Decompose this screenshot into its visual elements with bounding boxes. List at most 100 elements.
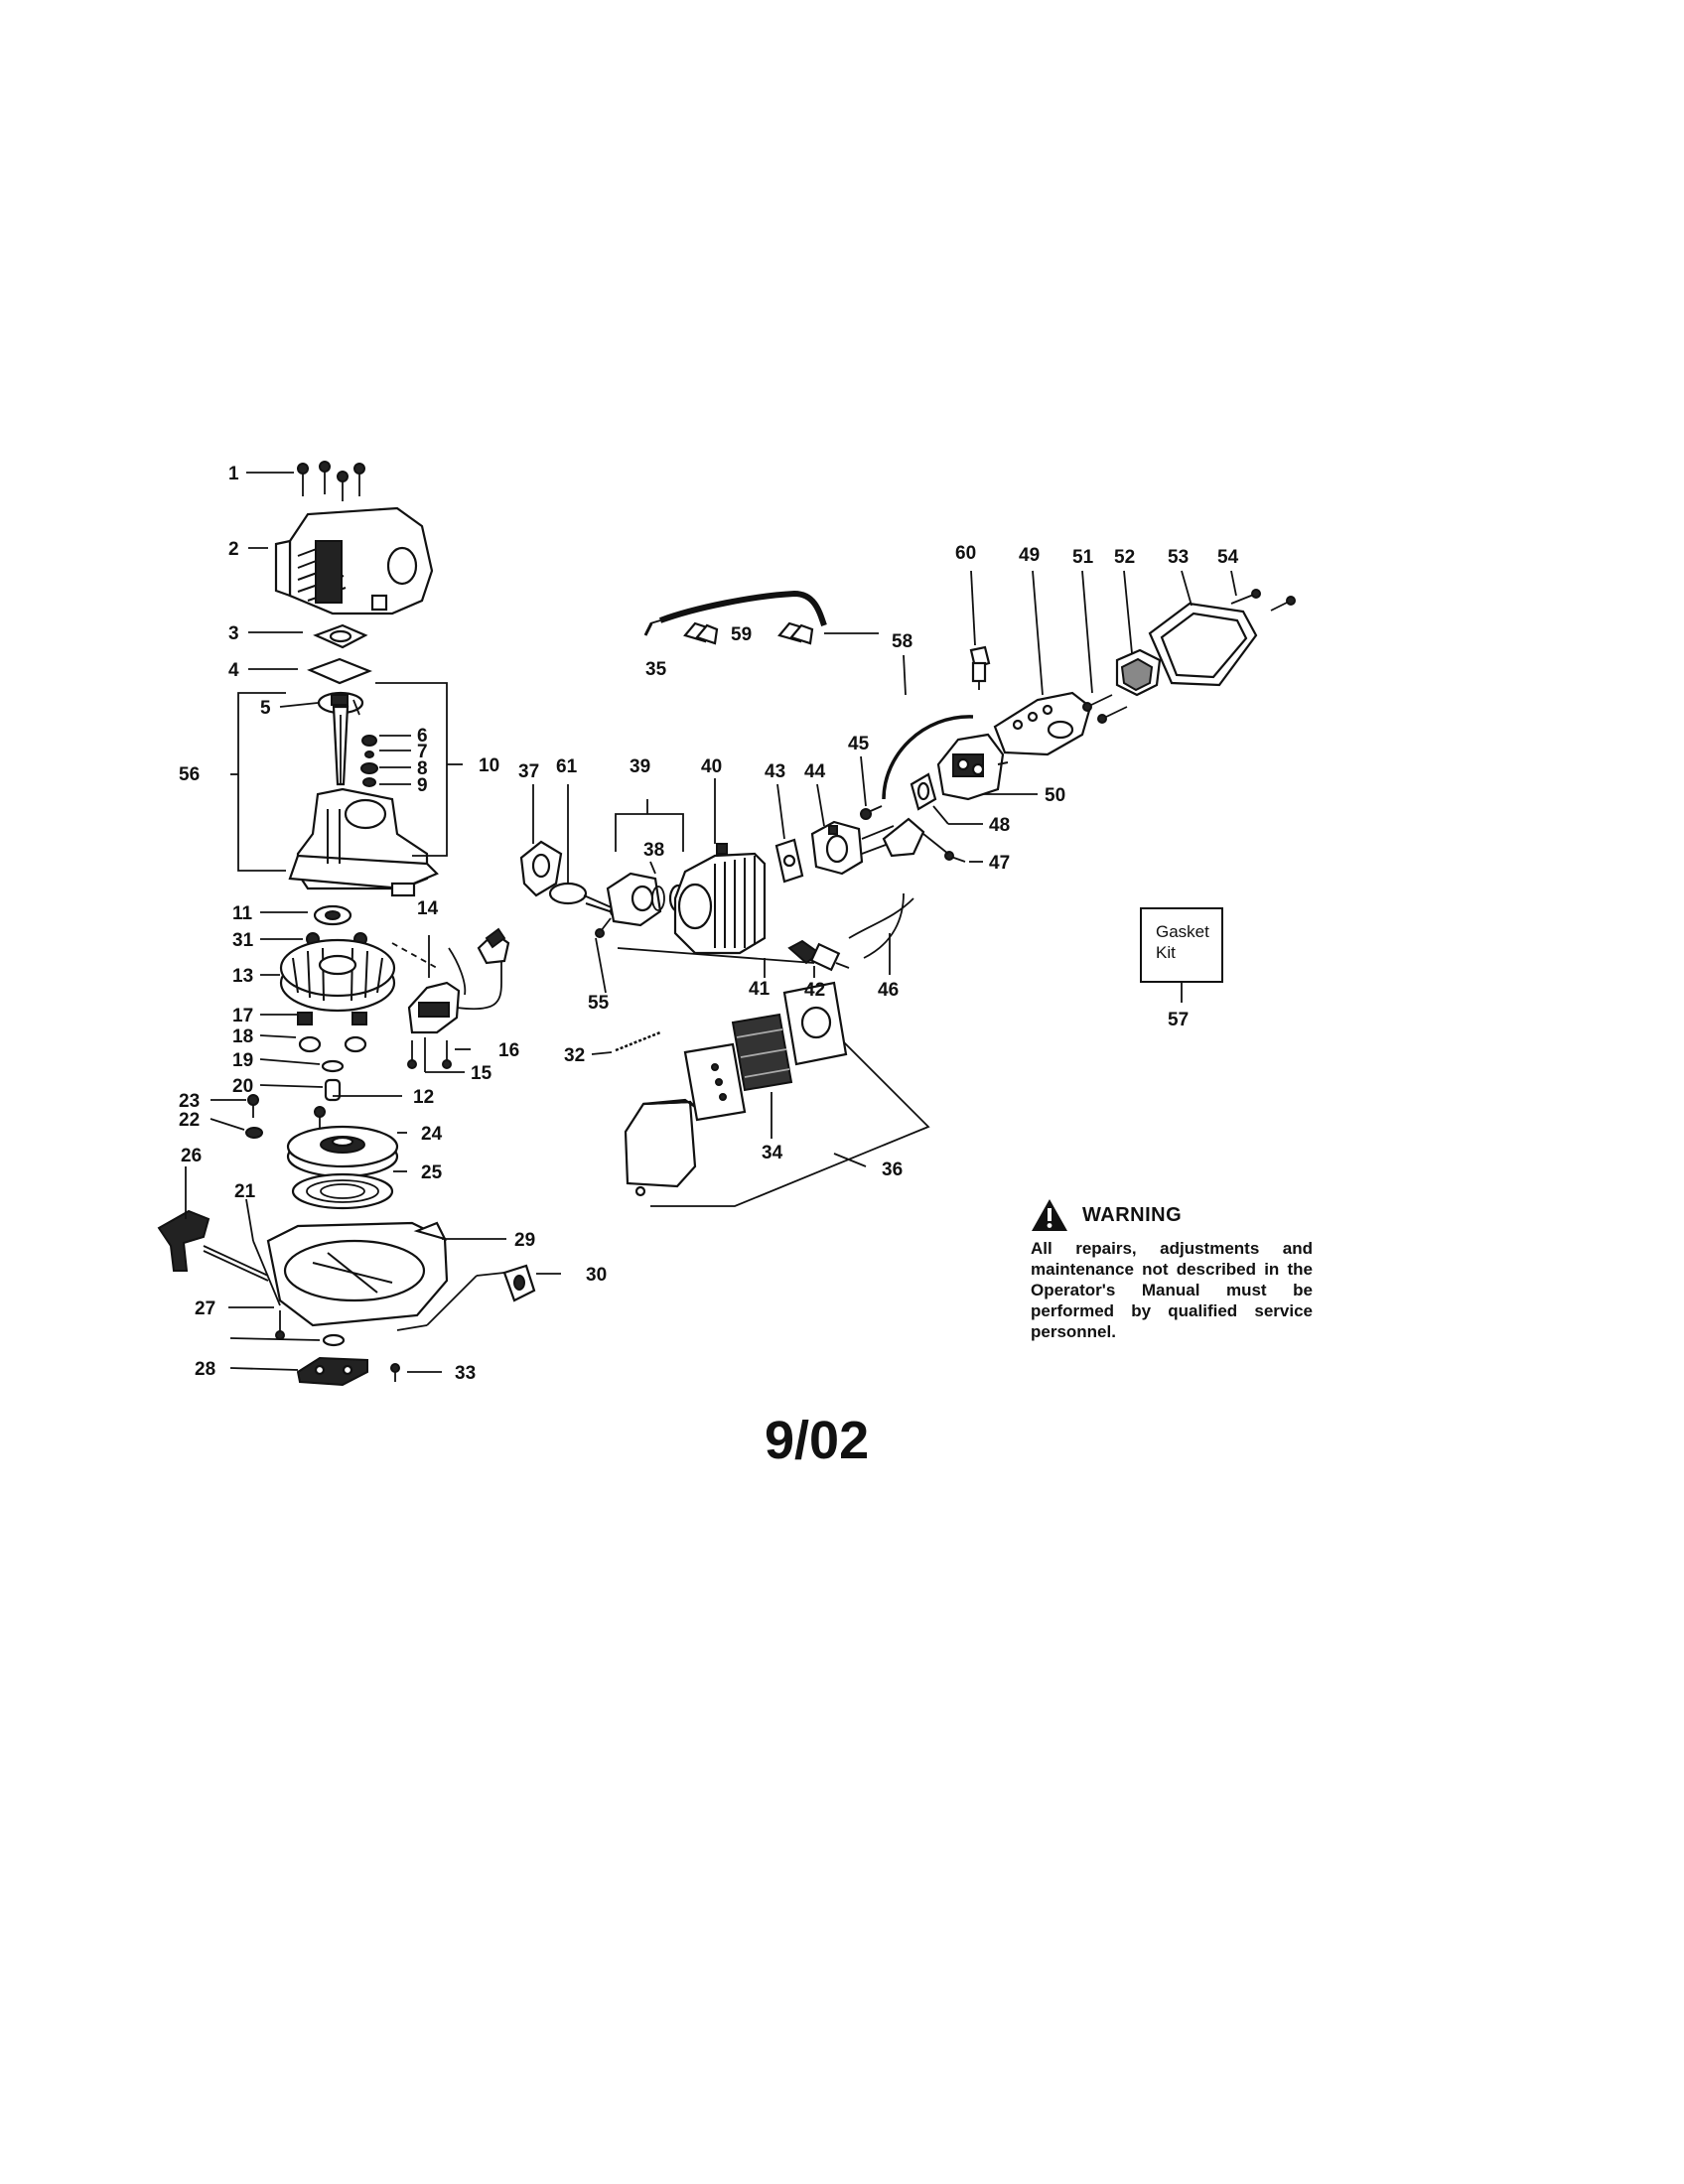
callout-25: 25 bbox=[421, 1162, 443, 1183]
callout-44: 44 bbox=[804, 761, 826, 782]
callout-labels: 1 2 3 4 5 6 7 8 9 10 11 12 13 14 15 16 1… bbox=[179, 464, 1239, 1384]
callout-11: 11 bbox=[232, 903, 253, 924]
callout-6: 6 bbox=[417, 726, 428, 747]
callout-40: 40 bbox=[701, 756, 722, 777]
leader-lines bbox=[185, 472, 1237, 1373]
callout-39: 39 bbox=[630, 756, 650, 777]
callout-8: 8 bbox=[417, 758, 428, 779]
center-assembly bbox=[519, 590, 914, 978]
part-gasket-3-inner bbox=[329, 629, 352, 643]
callout-13: 13 bbox=[232, 966, 253, 987]
part-carburetor bbox=[936, 733, 1009, 801]
callout-24: 24 bbox=[421, 1124, 443, 1145]
callout-57: 57 bbox=[1168, 1010, 1189, 1030]
callout-5: 5 bbox=[260, 698, 271, 719]
callout-59: 59 bbox=[731, 624, 752, 645]
part-crankshaft bbox=[317, 691, 364, 786]
right-assembly bbox=[860, 589, 1296, 863]
part-air-box bbox=[624, 1098, 697, 1197]
callout-49: 49 bbox=[1019, 545, 1040, 566]
callout-7: 7 bbox=[417, 742, 428, 762]
part-screws bbox=[297, 461, 365, 501]
part-starter-handle bbox=[157, 1209, 269, 1282]
callout-53: 53 bbox=[1168, 547, 1189, 568]
part-throttle-bracket bbox=[882, 817, 925, 858]
callout-36: 36 bbox=[882, 1160, 903, 1180]
warning-header: WARNING bbox=[1031, 1198, 1313, 1232]
callout-56: 56 bbox=[179, 764, 200, 785]
callout-52: 52 bbox=[1114, 547, 1135, 568]
callout-45: 45 bbox=[848, 734, 870, 754]
part-intake-adapter bbox=[810, 820, 895, 876]
callout-37: 37 bbox=[518, 761, 539, 782]
callout-42: 42 bbox=[804, 980, 825, 1001]
gasket-kit-line1: Gasket bbox=[1156, 922, 1209, 941]
part-crankcase bbox=[288, 787, 439, 897]
callout-35: 35 bbox=[645, 659, 667, 680]
part-air-filter-element bbox=[1115, 648, 1162, 697]
callout-48: 48 bbox=[989, 815, 1010, 836]
revision-date: 9/02 bbox=[765, 1411, 870, 1470]
part-filter-screen bbox=[731, 1013, 793, 1092]
callout-43: 43 bbox=[765, 761, 785, 782]
callout-20: 20 bbox=[232, 1076, 253, 1097]
callout-33: 33 bbox=[455, 1363, 476, 1384]
part-spark-plug bbox=[787, 939, 850, 972]
part-air-box-plate bbox=[683, 1042, 747, 1122]
callout-10: 10 bbox=[479, 755, 499, 776]
callout-50: 50 bbox=[1045, 785, 1065, 806]
part-primer-bulb bbox=[969, 645, 991, 690]
part-ignition-coil bbox=[391, 927, 510, 1069]
air-box-assembly bbox=[615, 981, 930, 1207]
callout-27: 27 bbox=[195, 1298, 215, 1319]
warning-title: WARNING bbox=[1082, 1203, 1183, 1226]
callout-15: 15 bbox=[471, 1063, 492, 1084]
part-starter-housing bbox=[266, 1221, 449, 1327]
callout-47: 47 bbox=[989, 853, 1010, 874]
gasket-kit-box: Gasket Kit bbox=[1140, 907, 1223, 983]
part-fuel-line bbox=[658, 590, 827, 626]
callout-21: 21 bbox=[234, 1181, 256, 1202]
callout-58: 58 bbox=[892, 631, 912, 652]
warning-triangle-icon bbox=[1032, 1199, 1067, 1231]
callout-29: 29 bbox=[514, 1230, 535, 1251]
gasket-kit-line2: Kit bbox=[1156, 943, 1176, 962]
callout-32: 32 bbox=[564, 1045, 585, 1066]
callout-51: 51 bbox=[1072, 547, 1094, 568]
part-bearings-6-9 bbox=[360, 735, 378, 787]
callout-34: 34 bbox=[762, 1143, 783, 1163]
callout-30: 30 bbox=[586, 1265, 607, 1286]
part-air-box-base bbox=[993, 691, 1092, 756]
callout-12: 12 bbox=[413, 1087, 434, 1108]
callout-1: 1 bbox=[228, 464, 239, 484]
callout-22: 22 bbox=[179, 1110, 200, 1131]
callout-17: 17 bbox=[232, 1006, 253, 1026]
callout-2: 2 bbox=[228, 539, 239, 560]
callout-14: 14 bbox=[417, 898, 439, 919]
callout-18: 18 bbox=[232, 1026, 253, 1047]
callout-46: 46 bbox=[878, 980, 899, 1001]
callout-38: 38 bbox=[643, 840, 664, 861]
bracket-56 bbox=[237, 692, 286, 872]
callout-4: 4 bbox=[228, 660, 239, 681]
callout-55: 55 bbox=[588, 993, 610, 1014]
callout-41: 41 bbox=[749, 979, 771, 1000]
part-air-filter-cover bbox=[1148, 602, 1258, 687]
warning-notice: WARNING All repairs, adjustments and mai… bbox=[1031, 1198, 1313, 1342]
part-air-box-lid bbox=[782, 981, 848, 1066]
callout-60: 60 bbox=[955, 543, 976, 564]
callout-54: 54 bbox=[1217, 547, 1239, 568]
callout-16: 16 bbox=[498, 1040, 519, 1061]
callout-19: 19 bbox=[232, 1050, 253, 1071]
part-engine-shroud bbox=[274, 506, 434, 615]
callout-3: 3 bbox=[228, 623, 239, 644]
callout-31: 31 bbox=[232, 930, 254, 951]
left-assembly bbox=[157, 461, 536, 1387]
callout-26: 26 bbox=[181, 1146, 202, 1166]
part-starter-pulley bbox=[286, 1125, 399, 1178]
callout-61: 61 bbox=[556, 756, 578, 777]
callout-28: 28 bbox=[195, 1359, 215, 1380]
bracket-10 bbox=[375, 682, 448, 857]
warning-text: All repairs, adjustments and maintenance… bbox=[1031, 1239, 1313, 1341]
part-gasket-4 bbox=[307, 657, 372, 685]
